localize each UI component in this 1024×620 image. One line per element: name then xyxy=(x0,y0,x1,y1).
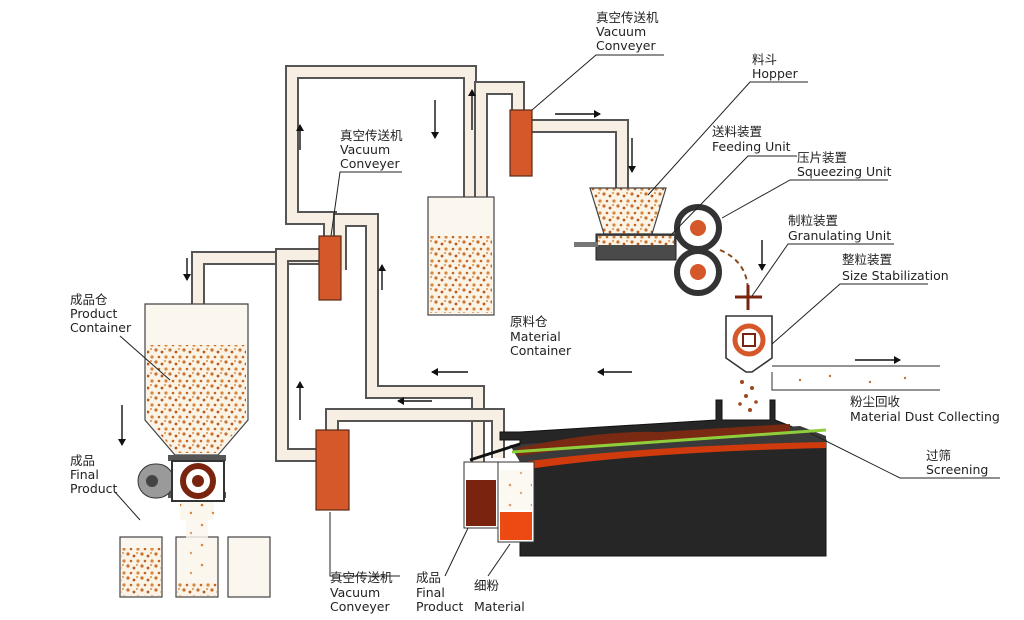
svg-text:Hopper: Hopper xyxy=(752,66,799,81)
vacuum-conveyer-bottom xyxy=(315,429,350,511)
label-dust-collecting: 粉尘回收 Material Dust Collecting xyxy=(850,394,1000,424)
svg-text:Container: Container xyxy=(70,320,132,335)
svg-text:真空传送机: 真空传送机 xyxy=(340,128,403,143)
rotary-valve xyxy=(137,460,225,520)
svg-text:原料仓: 原料仓 xyxy=(510,314,548,329)
screening-machine xyxy=(469,399,827,557)
svg-text:成品: 成品 xyxy=(416,570,441,585)
granulating-unit xyxy=(735,285,762,310)
label-product-container: 成品仓 Product Container xyxy=(70,292,132,335)
svg-text:Size Stabilization: Size Stabilization xyxy=(842,268,949,283)
svg-text:Material Dust Collecting: Material Dust Collecting xyxy=(850,409,1000,424)
size-stabilization-unit xyxy=(725,315,773,412)
svg-text:Vacuum: Vacuum xyxy=(596,24,646,39)
product-container xyxy=(144,303,249,498)
svg-text:Material: Material xyxy=(474,599,525,614)
final-product-bin xyxy=(463,461,499,529)
svg-text:成品: 成品 xyxy=(70,453,95,468)
label-final-product-left: 成品 Final Product xyxy=(70,453,118,496)
label-material-container: 原料仓 Material Container xyxy=(510,314,572,358)
svg-text:压片装置: 压片装置 xyxy=(797,150,847,165)
material-container xyxy=(427,196,495,316)
feeding-unit xyxy=(574,233,677,261)
svg-text:Product: Product xyxy=(416,599,464,614)
svg-text:Product: Product xyxy=(70,306,118,321)
hopper xyxy=(589,187,667,235)
label-final-product-bottom: 成品 Final Product xyxy=(416,570,464,614)
squeezing-rollers xyxy=(674,204,749,296)
label-squeezing-unit: 压片装置 Squeezing Unit xyxy=(797,150,892,179)
final-product-bins xyxy=(119,520,271,598)
label-vacuum-conveyer-top: 真空传送机 Vacuum Conveyer xyxy=(596,10,659,53)
svg-text:Final: Final xyxy=(416,585,445,600)
label-hopper: 料斗 Hopper xyxy=(752,52,799,81)
label-vacuum-conveyer-bottom: 真空传送机 Vacuum Conveyer xyxy=(330,570,393,614)
vacuum-conveyer-middle xyxy=(318,235,342,301)
leader-lines xyxy=(114,54,1000,577)
svg-text:Container: Container xyxy=(510,343,572,358)
label-size-stabilization: 整粒装置 Size Stabilization xyxy=(842,252,949,283)
svg-text:真空传送机: 真空传送机 xyxy=(596,10,659,25)
svg-text:送料装置: 送料装置 xyxy=(712,124,762,139)
fine-material-bin xyxy=(497,461,535,543)
svg-text:Final: Final xyxy=(70,467,99,482)
svg-text:Vacuum: Vacuum xyxy=(340,142,390,157)
svg-text:真空传送机: 真空传送机 xyxy=(330,570,393,585)
svg-text:细粉: 细粉 xyxy=(474,578,500,593)
svg-text:Conveyer: Conveyer xyxy=(340,156,400,171)
svg-text:Material: Material xyxy=(510,329,561,344)
svg-text:Product: Product xyxy=(70,481,118,496)
label-feeding-unit: 送料装置 Feeding Unit xyxy=(712,124,791,154)
svg-text:Squeezing Unit: Squeezing Unit xyxy=(797,164,892,179)
svg-text:Screening: Screening xyxy=(926,462,988,477)
svg-text:制粒装置: 制粒装置 xyxy=(788,213,838,228)
vacuum-conveyer-top xyxy=(509,109,533,177)
svg-text:成品仓: 成品仓 xyxy=(70,292,108,307)
svg-text:过筛: 过筛 xyxy=(926,448,951,463)
label-screening: 过筛 Screening xyxy=(926,448,988,477)
label-granulating-unit: 制粒装置 Granulating Unit xyxy=(788,213,891,243)
svg-text:整粒装置: 整粒装置 xyxy=(842,252,892,267)
svg-text:Granulating Unit: Granulating Unit xyxy=(788,228,891,243)
svg-text:料斗: 料斗 xyxy=(752,52,777,67)
label-fine-material: 细粉 Material xyxy=(474,578,525,614)
svg-text:Feeding Unit: Feeding Unit xyxy=(712,139,791,154)
dust-collecting-pipe xyxy=(771,365,940,391)
flow-arrows xyxy=(118,89,901,446)
svg-text:Vacuum: Vacuum xyxy=(330,585,380,600)
screen-mesh xyxy=(511,428,827,454)
svg-text:粉尘回收: 粉尘回收 xyxy=(850,394,901,409)
pipes xyxy=(191,65,629,462)
svg-text:Conveyer: Conveyer xyxy=(330,599,390,614)
svg-text:Conveyer: Conveyer xyxy=(596,38,656,53)
label-vacuum-conveyer-middle: 真空传送机 Vacuum Conveyer xyxy=(340,128,403,171)
